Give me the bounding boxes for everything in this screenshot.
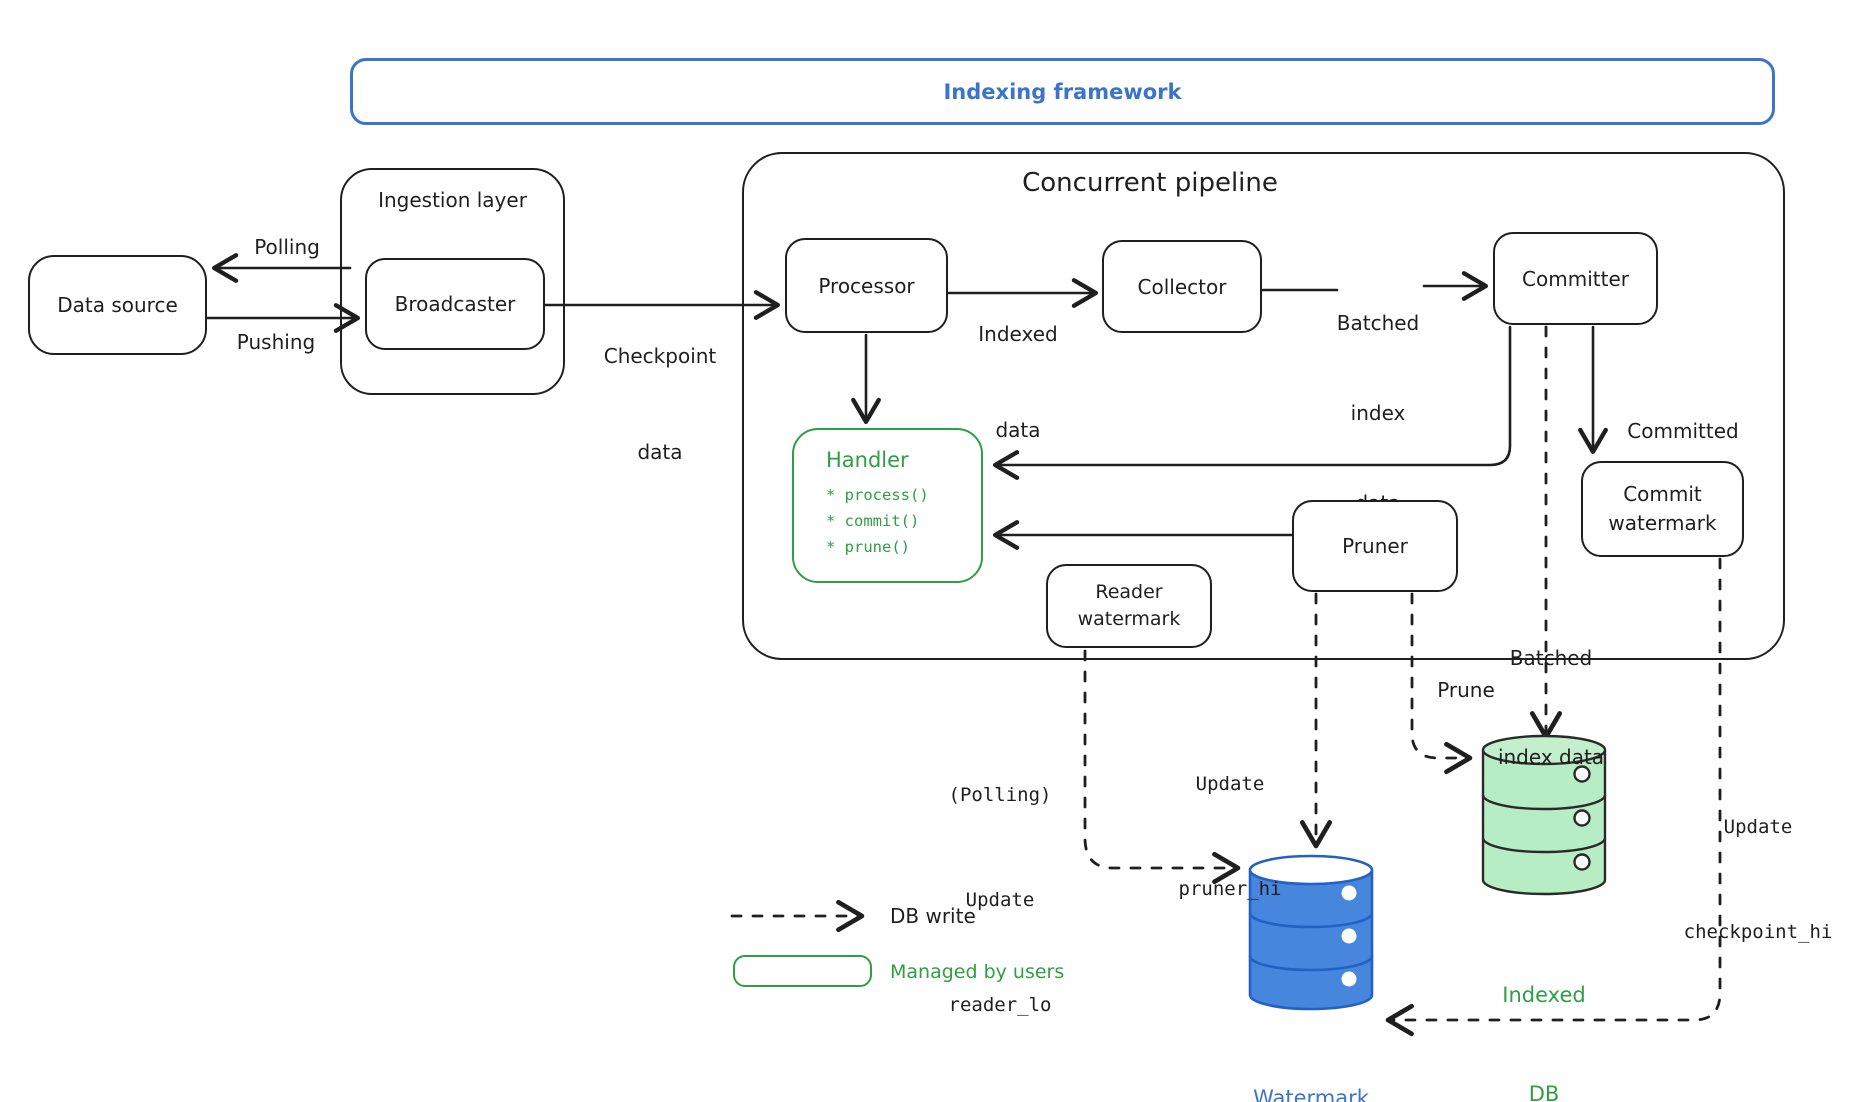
batched-index-data-db-label: Batched index data <box>1461 576 1641 840</box>
commit-watermark-line2: watermark <box>1608 511 1717 535</box>
commit-watermark-line1: Commit <box>1623 482 1702 506</box>
checkpoint-hi-line2: checkpoint_hi <box>1683 921 1833 943</box>
concurrent-pipeline-title: Concurrent pipeline <box>1022 168 1278 198</box>
update-checkpoint-hi-label: Update checkpoint_hi <box>1660 740 1856 1020</box>
handler-item-process: * process() <box>826 486 929 504</box>
indexing-framework-banner: Indexing framework <box>350 58 1775 125</box>
ingestion-layer-label: Ingestion layer <box>378 188 527 212</box>
reader-watermark-line2: watermark <box>1077 608 1181 630</box>
prune-edge-label: Prune <box>1437 678 1495 702</box>
indexed-data-line2: data <box>995 418 1041 442</box>
watermark-db-line1: Watermark <box>1253 1086 1369 1102</box>
polling-edge-label: Polling <box>254 235 320 259</box>
banner-title: Indexing framework <box>943 79 1182 104</box>
reader-watermark-node: Reader watermark <box>1046 564 1212 648</box>
broadcaster-label: Broadcaster <box>394 292 516 316</box>
watermark-db-cylinder <box>1248 854 1374 1011</box>
pruner-node: Pruner <box>1292 500 1458 592</box>
reader-lo-dashed-arrow <box>1083 649 1241 885</box>
pruner-hi-line1: Update <box>1195 773 1265 795</box>
handler-node: Handler * process() * commit() * prune() <box>792 428 983 583</box>
pruner-hi-line2: pruner_hi <box>1178 878 1282 900</box>
committer-node: Committer <box>1493 232 1658 325</box>
legend-managed-box <box>733 955 872 987</box>
indexed-db-cylinder <box>1481 734 1607 896</box>
committer-label: Committer <box>1522 266 1629 291</box>
update-pruner-hi-label: Update pruner_hi <box>1150 697 1310 977</box>
indexed-db-line2: DB <box>1528 1082 1560 1102</box>
committed-line1: Committed <box>1627 419 1739 443</box>
handler-title: Handler <box>826 448 909 472</box>
processor-node: Processor <box>785 238 948 333</box>
batched-db-line1: Batched <box>1509 646 1593 670</box>
reader-lo-line1: (Polling) <box>948 784 1052 806</box>
batched-line2: index <box>1350 401 1406 425</box>
pruner-label: Pruner <box>1342 534 1408 558</box>
processor-label: Processor <box>818 273 915 298</box>
checkpoint-data-line2: data <box>637 440 683 464</box>
collector-label: Collector <box>1137 274 1227 299</box>
reader-lo-line3: reader_lo <box>948 994 1052 1016</box>
indexed-data-edge-label: Indexed data <box>958 254 1078 510</box>
ingestion-layer-frame: Ingestion layer <box>340 168 565 395</box>
indexed-data-line1: Indexed <box>978 322 1058 346</box>
batched-line1: Batched <box>1336 311 1420 335</box>
legend-managed-label: Managed by users <box>890 961 1065 983</box>
broadcaster-node: Broadcaster <box>365 258 545 350</box>
commit-watermark-node: Commit watermark <box>1581 461 1744 557</box>
batched-db-line2: index data <box>1497 745 1605 769</box>
handler-item-commit: * commit() <box>826 512 920 530</box>
reader-lo-line2: Update <box>965 889 1035 911</box>
legend-db-write-label: DB write <box>890 904 976 928</box>
checkpoint-hi-line1: Update <box>1723 816 1793 838</box>
indexed-db-label: Indexed DB <box>1464 913 1624 1102</box>
data-source-node: Data source <box>28 255 207 355</box>
polling-update-reader-lo-label: (Polling) Update reader_lo <box>920 708 1080 1093</box>
data-source-label: Data source <box>57 293 178 317</box>
watermark-db-label: Watermark DB <box>1231 1016 1391 1102</box>
pushing-edge-label: Pushing <box>236 330 316 354</box>
concurrent-pipeline-frame <box>742 152 1785 660</box>
indexed-db-line1: Indexed <box>1502 983 1586 1007</box>
checkpoint-data-edge-label: Checkpoint data <box>595 276 725 532</box>
checkpoint-data-line1: Checkpoint <box>603 344 717 368</box>
reader-watermark-line1: Reader <box>1095 581 1163 603</box>
collector-node: Collector <box>1102 240 1262 333</box>
committer-to-handler-arrow <box>992 325 1512 480</box>
handler-item-prune: * prune() <box>826 538 910 556</box>
